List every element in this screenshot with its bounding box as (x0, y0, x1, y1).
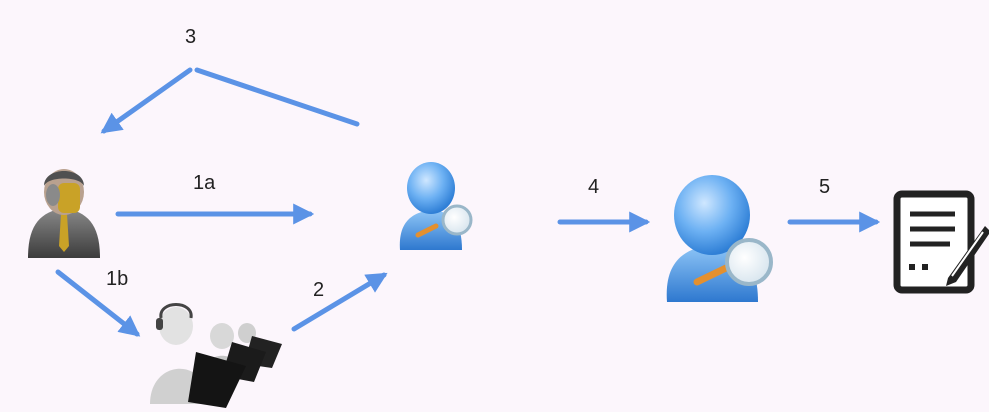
search-user-icon-large (666, 175, 773, 302)
label-step-1a: 1a (193, 172, 216, 194)
businessman-icon (28, 169, 100, 258)
arrow-1b (55, 269, 141, 337)
call-center-agents-icon (150, 303, 282, 408)
label-step-3: 3 (185, 26, 196, 48)
arrow-3a (100, 67, 193, 134)
arrow-2 (291, 272, 388, 332)
label-step-1b: 1b (106, 268, 128, 290)
search-user-icon-small (399, 162, 473, 250)
label-step-5: 5 (819, 176, 830, 198)
arrow-3b (194, 67, 360, 127)
document-edit-icon (893, 190, 989, 294)
label-step-4: 4 (588, 176, 599, 198)
label-step-2: 2 (313, 279, 324, 301)
